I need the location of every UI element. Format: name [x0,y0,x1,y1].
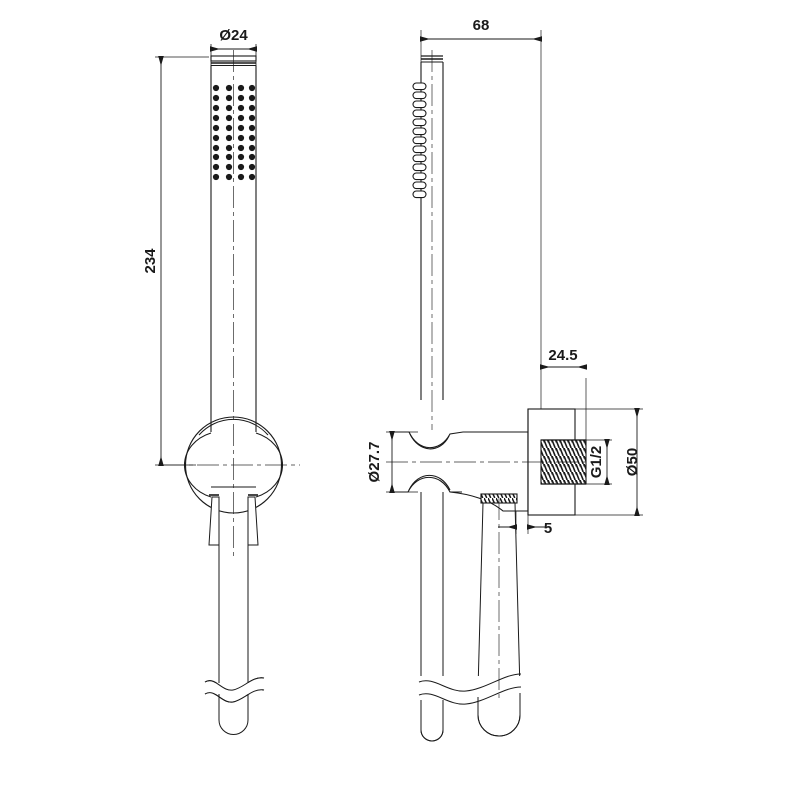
dim-handset-length [155,56,209,466]
hose-break-line-side [415,673,545,705]
centerlines-side [386,50,600,700]
dim-label-plate-thickness: 5 [544,520,552,537]
dim-label-head-diameter: Ø24 [219,27,248,44]
dim-label-projection: 68 [473,17,490,34]
hose-break-line-front [204,677,265,703]
centerlines-front [163,50,300,560]
dim-wall-plate-diameter [575,408,643,516]
hose-outer-envelope-side [400,545,484,757]
handle-shaft-lower-side [420,492,444,742]
handle-shaft-side [420,62,444,400]
dim-label-outlet-offset: 24.5 [548,347,577,364]
dim-label-handset-length: 234 [142,248,159,274]
flexible-hose-front [218,545,249,735]
dim-label-wall-plate-diameter: Ø50 [624,448,641,476]
dim-thread-size [586,439,612,485]
dim-label-thread-size: G1/2 [588,446,605,479]
dim-label-holder-diameter: Ø27.7 [366,442,383,483]
side-view-group [386,30,643,757]
hose-walls-below-break [420,693,521,742]
side-nozzle-slots [412,82,427,199]
front-view-group [155,44,300,735]
handle-shaft-front [210,65,257,432]
spray-face-nozzle-grid [212,84,256,181]
dim-projection [420,30,542,420]
